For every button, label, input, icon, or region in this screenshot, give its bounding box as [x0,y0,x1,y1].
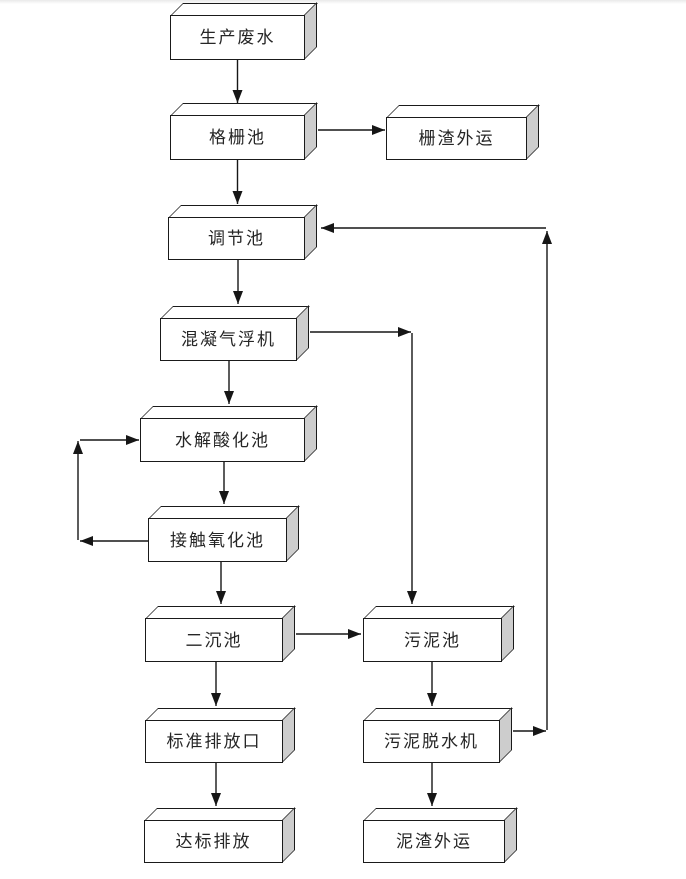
flow-node-regulating-tank: 调节池 [168,204,318,260]
flow-node-contact-oxidation-tank: 接触氧化池 [148,505,300,562]
node-label: 混凝气浮机 [181,330,276,349]
flow-node-secondary-sedimentation-tank: 二沉池 [145,605,296,662]
node-label: 达标排放 [175,832,252,851]
node-label: 污泥池 [404,630,461,650]
node-label: 生产废水 [199,28,276,47]
flow-node-standard-discharge-outlet: 标准排放口 [145,707,296,763]
node-label: 栅渣外运 [418,129,495,148]
box-front-face: 调节池 [168,217,305,260]
box-front-face: 标准排放口 [145,720,283,763]
box-front-face: 污泥池 [363,618,502,662]
flow-node-grid-residue-removal: 栅渣外运 [386,104,540,160]
node-label: 泥渣外运 [396,832,472,851]
box-front-face: 混凝气浮机 [160,318,297,361]
node-label: 二沉池 [185,630,243,650]
flow-node-sludge-dewatering-machine: 污泥脱水机 [363,707,513,763]
node-label: 格栅池 [209,128,266,147]
node-label: 污泥脱水机 [384,732,479,751]
node-label: 调节池 [208,229,265,248]
node-label: 标准排放口 [166,732,262,751]
node-label: 水解酸化池 [175,430,270,450]
flow-node-compliant-discharge: 达标排放 [144,807,296,863]
box-front-face: 水解酸化池 [140,418,305,462]
page-top-edge [0,0,686,4]
box-front-face: 污泥脱水机 [363,720,500,763]
node-label: 接触氧化池 [170,530,265,550]
flow-node-production-wastewater: 生产废水 [170,2,318,60]
flow-node-sludge-tank: 污泥池 [363,605,515,662]
box-front-face: 泥渣外运 [363,820,505,863]
box-front-face: 栅渣外运 [386,117,527,160]
flow-node-sludge-residue-removal: 泥渣外运 [363,807,518,863]
box-front-face: 二沉池 [145,618,283,662]
box-front-face: 格栅池 [170,115,305,160]
flow-node-grid-tank: 格栅池 [170,102,318,160]
flow-node-hydrolysis-acidification-tank: 水解酸化池 [140,405,318,462]
box-front-face: 达标排放 [144,820,283,863]
box-front-face: 生产废水 [170,15,305,60]
box-front-face: 接触氧化池 [148,518,287,562]
flow-node-coagulation-air-flotation: 混凝气浮机 [160,305,310,361]
